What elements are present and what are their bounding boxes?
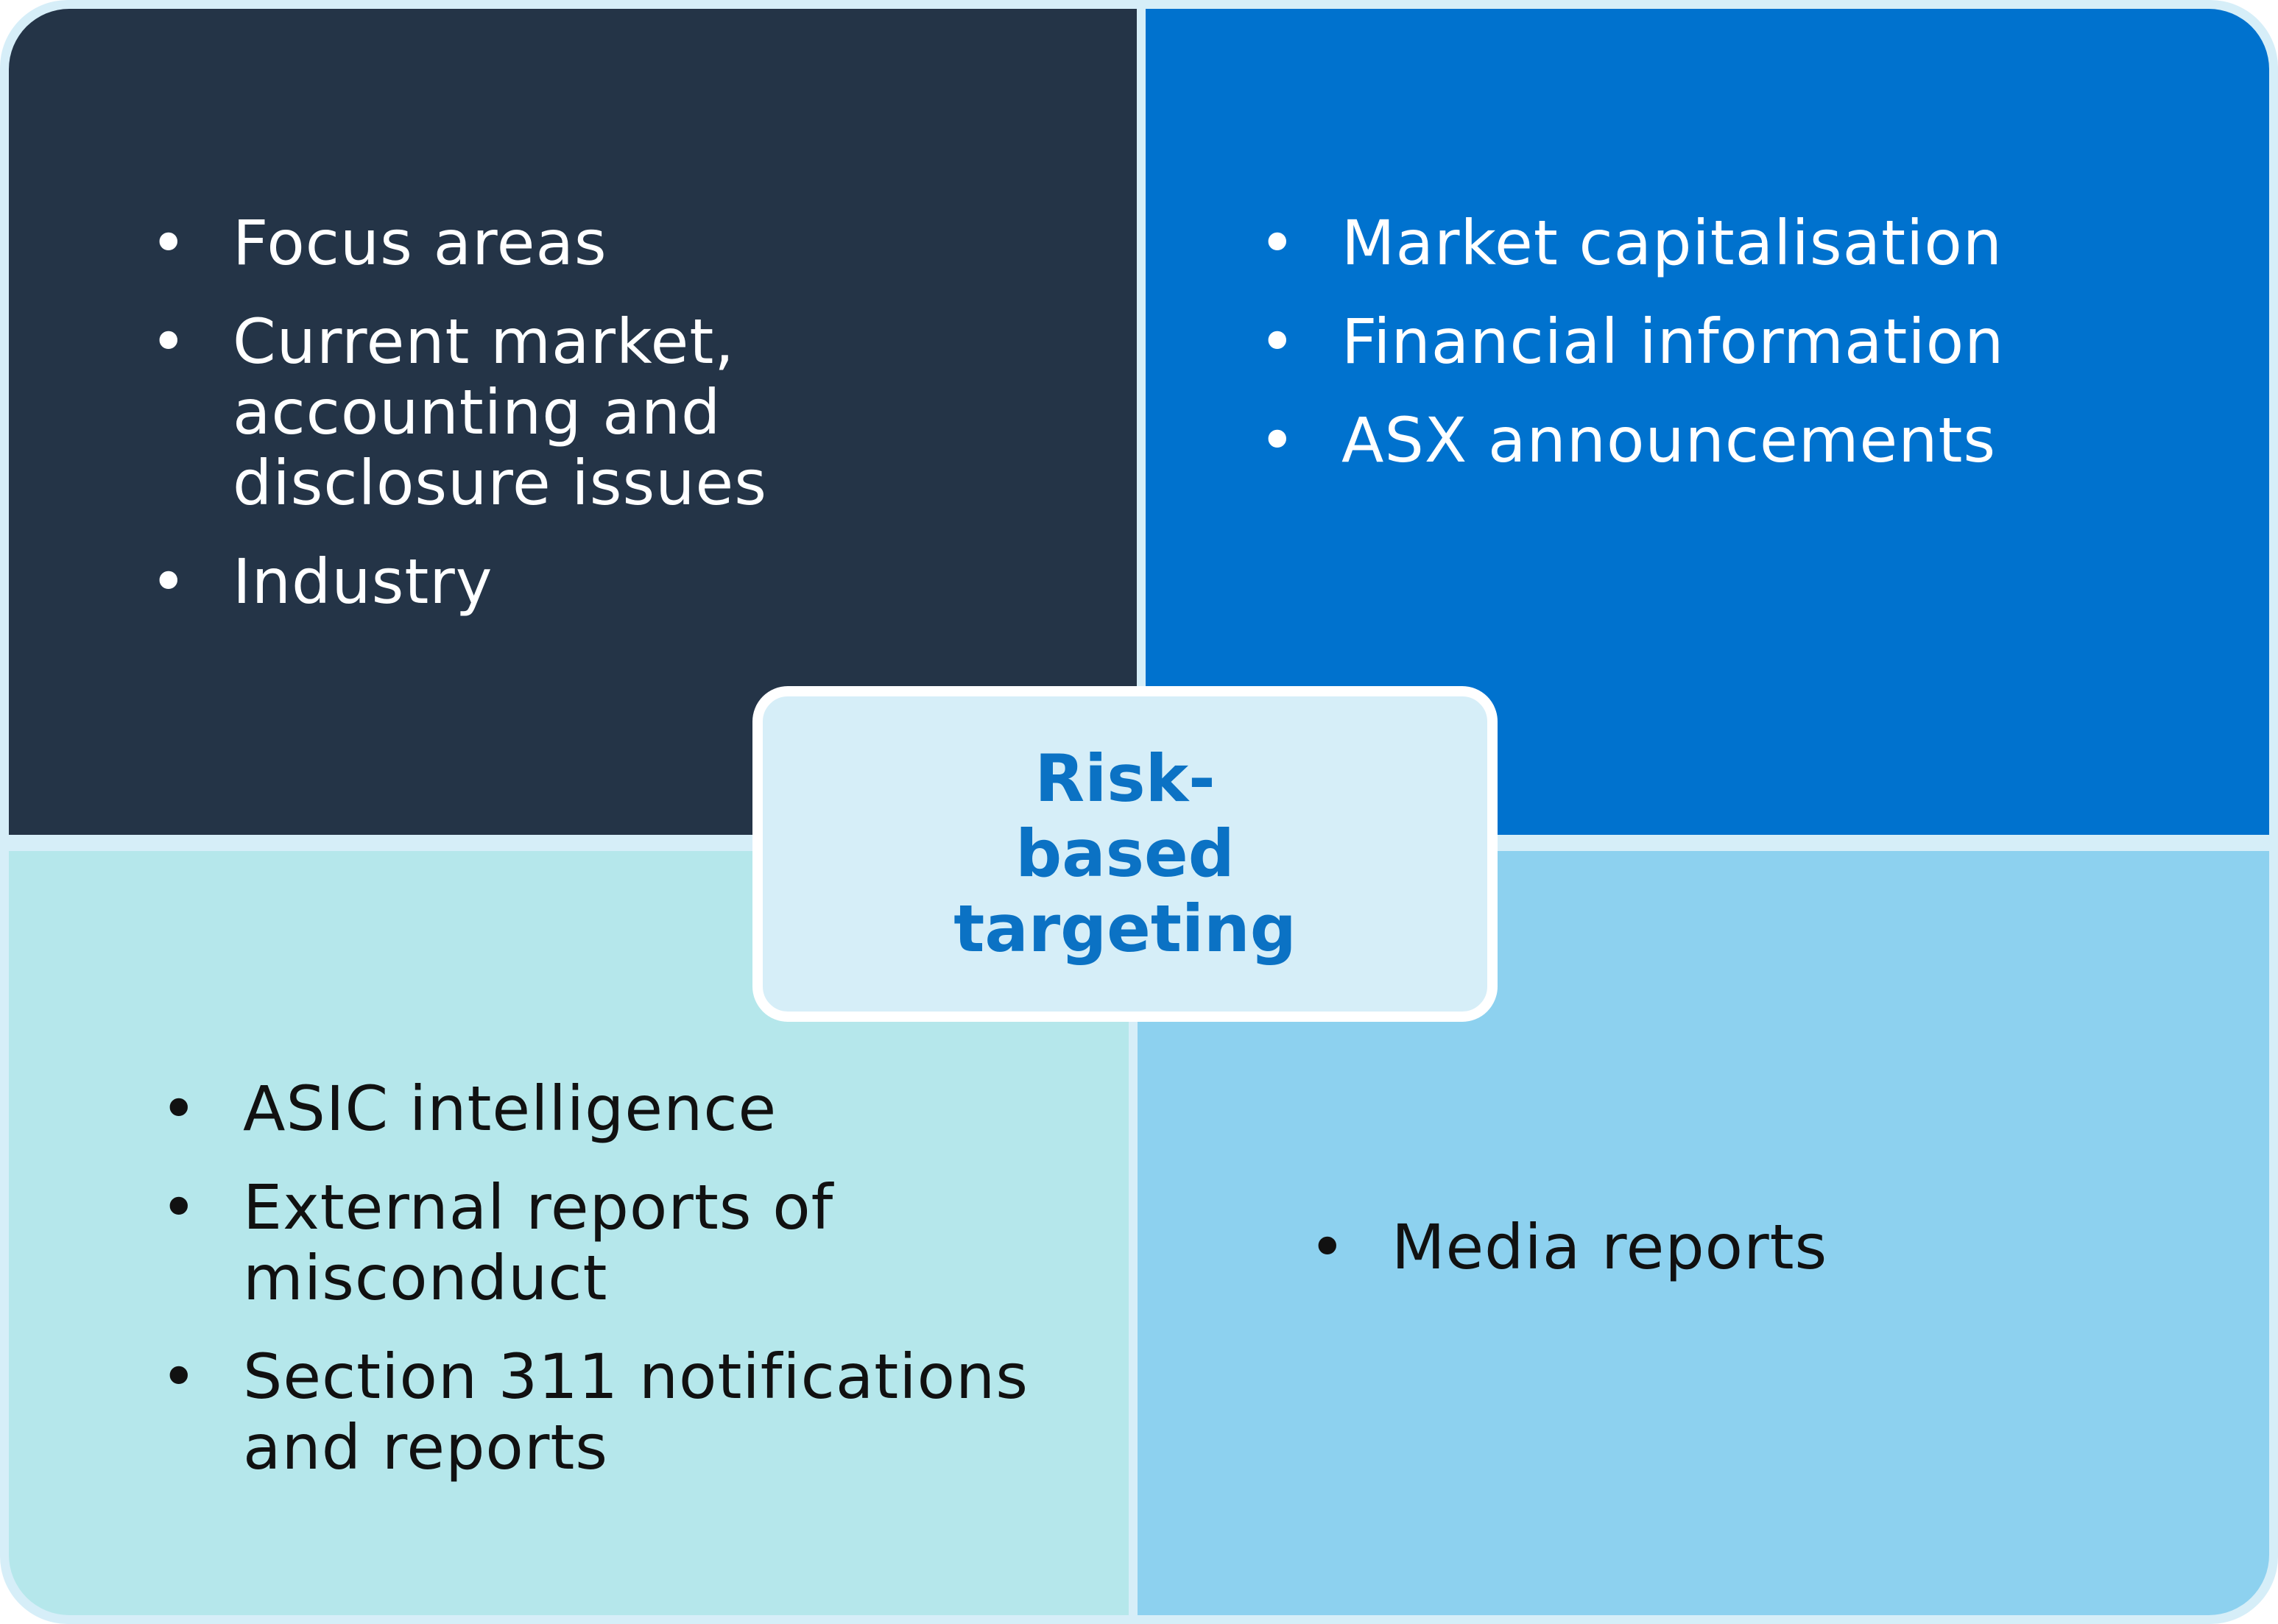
list-item-text: Focus areas <box>233 207 607 279</box>
list-item: • ASX announcements <box>1259 404 2078 476</box>
list-item-text: Section 311 notifications and reports <box>243 1341 1029 1483</box>
list-item-text: External reports of misconduct <box>243 1171 834 1314</box>
center-title: Risk-based targeting <box>953 741 1297 967</box>
list-item: • Industry <box>150 546 895 618</box>
bullet-icon: • <box>150 207 188 279</box>
list-item-text: Media reports <box>1392 1211 1828 1283</box>
list-item-text: Industry <box>233 546 493 618</box>
list-item: • Media reports <box>1309 1211 2054 1283</box>
bullet-icon: • <box>150 306 188 378</box>
bullet-icon: • <box>1259 404 1297 476</box>
bullet-icon: • <box>1259 306 1297 378</box>
list-item-text: ASX announcements <box>1341 404 1997 476</box>
bullet-icon: • <box>150 546 188 618</box>
list-item: • ASIC intelligence <box>161 1073 1053 1145</box>
bullet-icon: • <box>161 1073 198 1145</box>
list-item-text: ASIC intelligence <box>243 1073 777 1145</box>
list-item-text: Financial information <box>1341 306 2005 378</box>
bullet-icon: • <box>1259 207 1297 279</box>
top-right-list: • Market capitalisation • Financial inform… <box>1259 207 2078 504</box>
list-item-text: Current market, accounting and disclosur… <box>233 306 767 519</box>
bullet-icon: • <box>161 1341 198 1413</box>
list-item: • External reports of misconduct <box>161 1171 1053 1314</box>
list-item: • Section 311 notifications and reports <box>161 1341 1053 1483</box>
center-box: Risk-based targeting <box>752 686 1498 1022</box>
list-item-text: Market capitalisation <box>1341 207 2003 279</box>
bottom-left-list: • ASIC intelligence • External reports of … <box>161 1073 1053 1511</box>
list-item: • Market capitalisation <box>1259 207 2078 279</box>
list-item: • Financial information <box>1259 306 2078 378</box>
list-item: • Focus areas <box>150 207 895 279</box>
list-item: • Current market, accounting and disclosu… <box>150 306 895 519</box>
bullet-icon: • <box>1309 1211 1347 1283</box>
top-left-list: • Focus areas • Current market, accounting… <box>150 207 895 645</box>
bullet-icon: • <box>161 1171 198 1243</box>
bottom-right-list: • Media reports <box>1309 1211 2054 1310</box>
